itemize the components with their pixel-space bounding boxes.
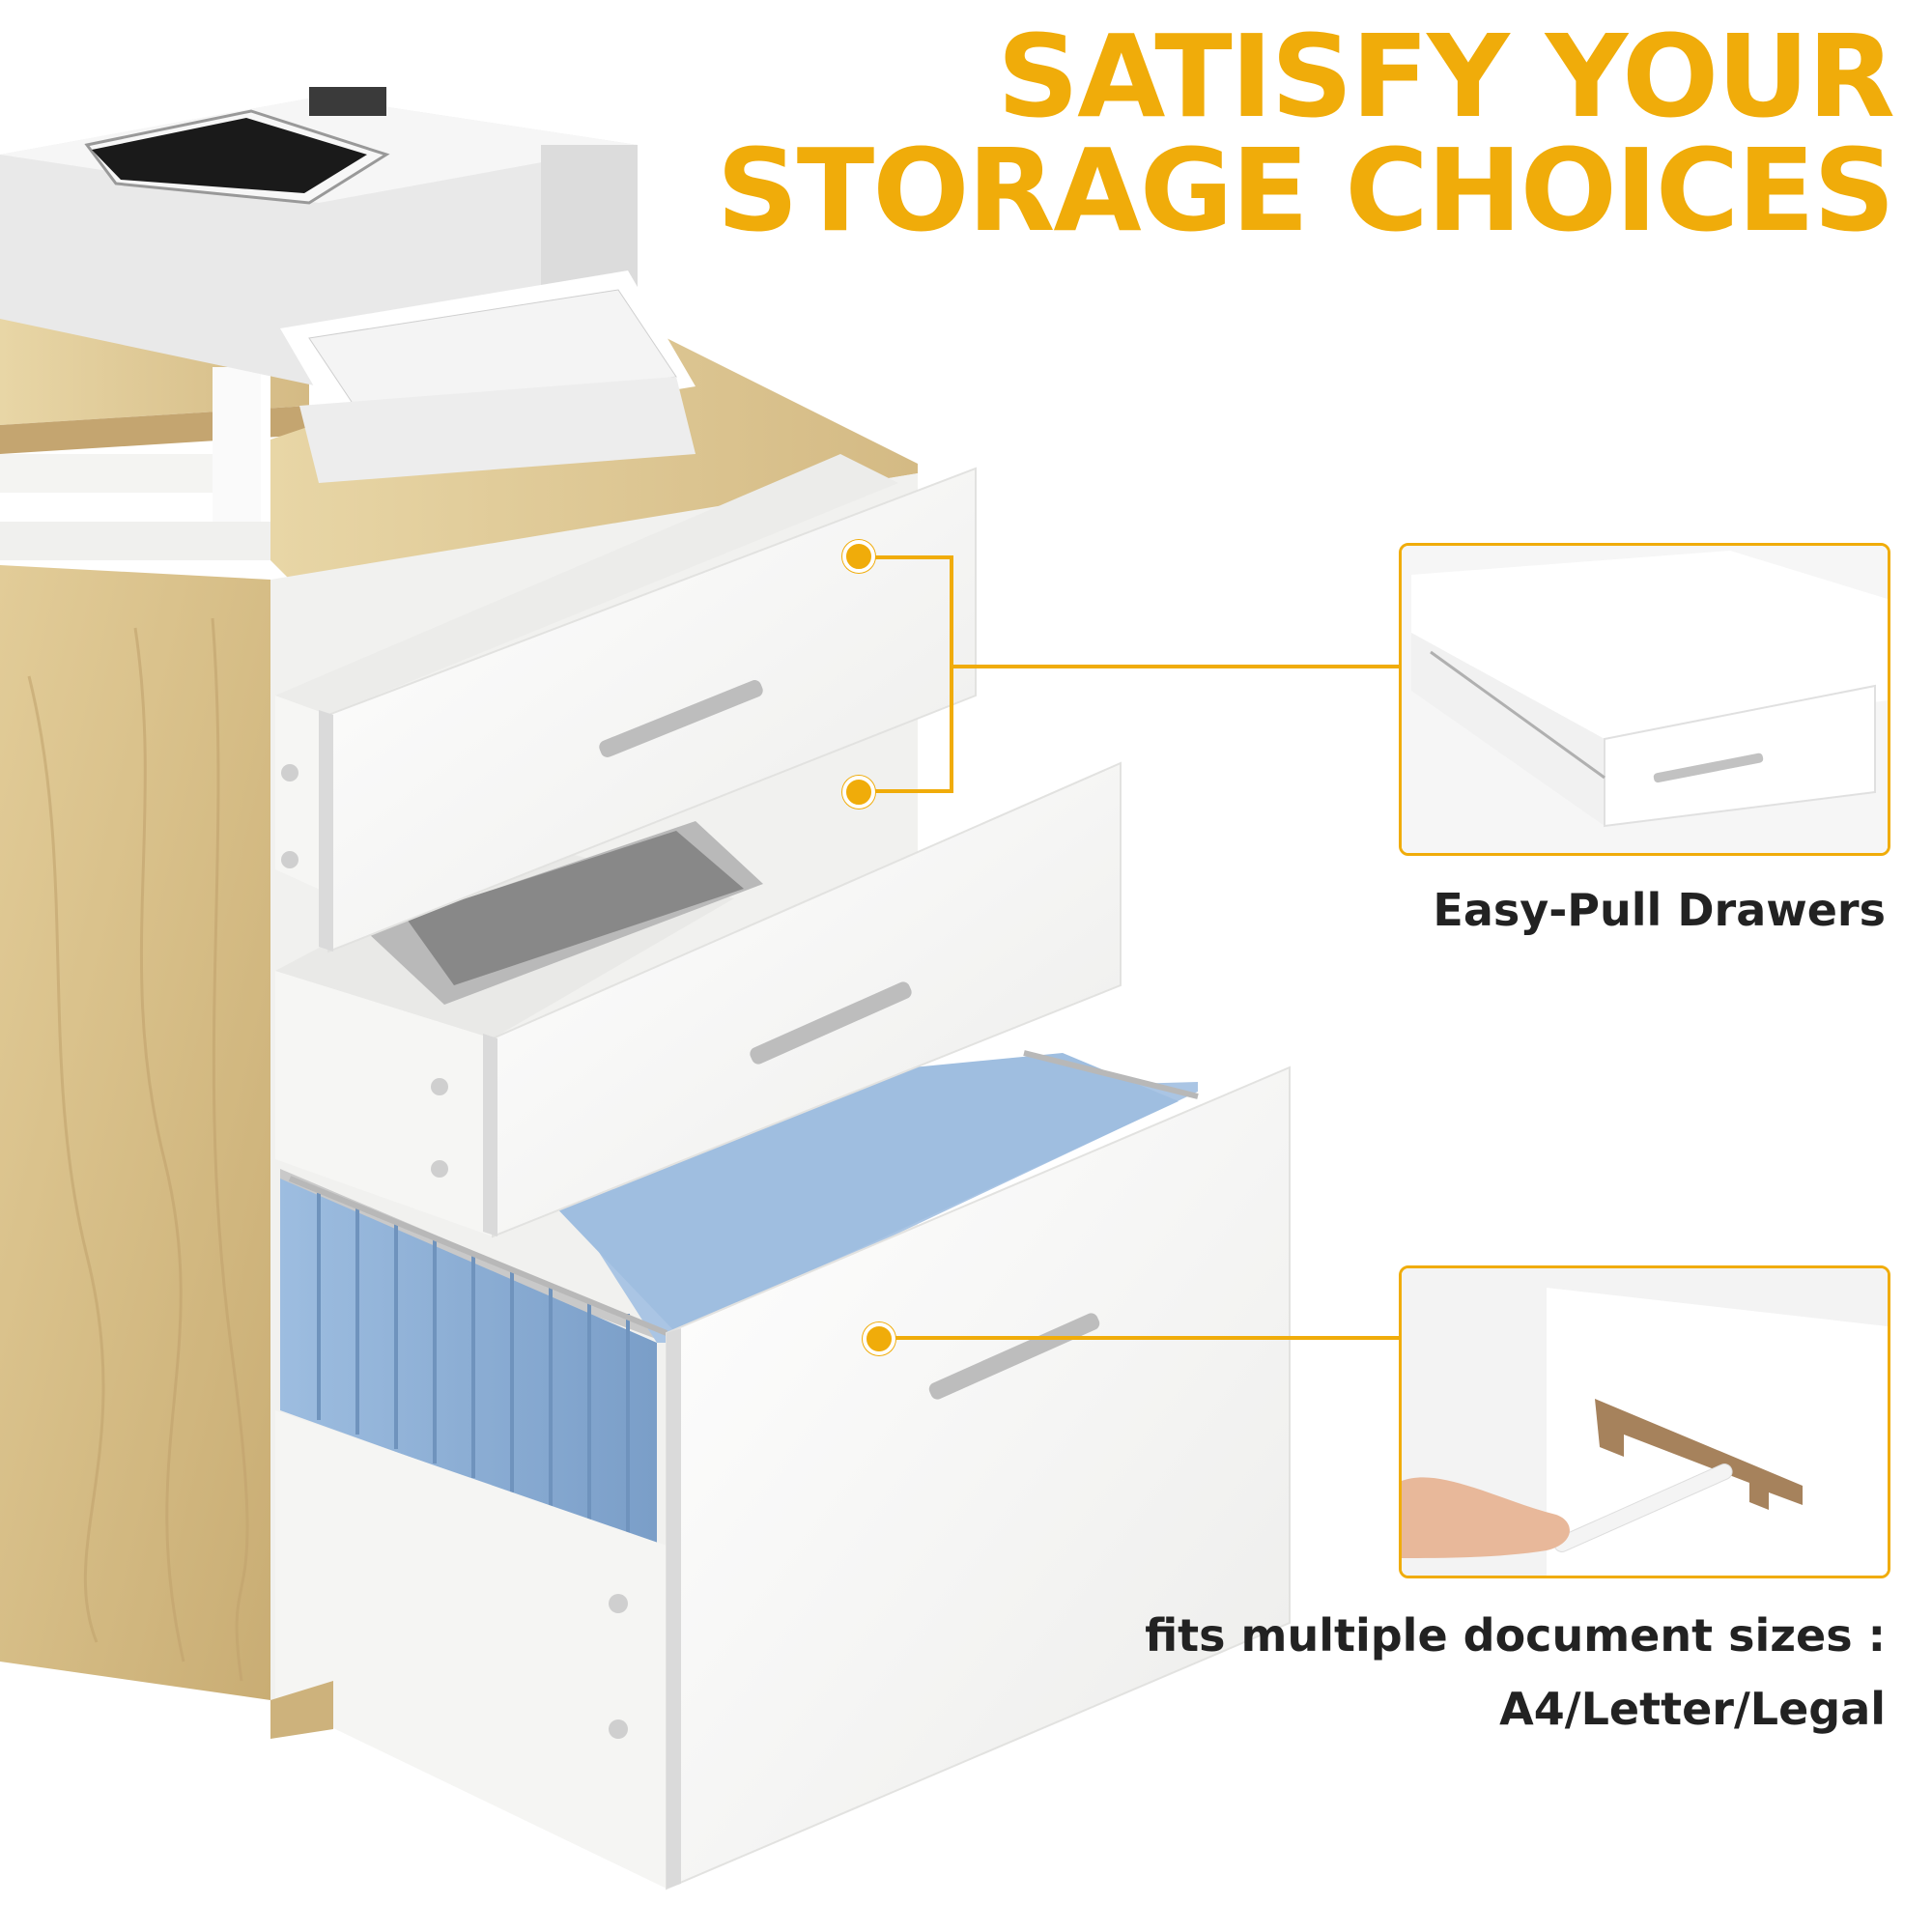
caption-doc-sizes-line2: A4/Letter/Legal	[1499, 1683, 1886, 1735]
middle-drawer-handle	[750, 981, 912, 1065]
middle-drawer	[275, 761, 1122, 1238]
marker-middle-drawer	[842, 776, 875, 809]
caption-doc-sizes-line1: fits multiple document sizes :	[1145, 1609, 1886, 1662]
marker-bottom-drawer	[863, 1322, 895, 1355]
marker-top-drawer	[842, 540, 875, 573]
headline-line-2: STORAGE CHOICES	[716, 124, 1895, 257]
headline-line-1: SATISFY YOUR	[997, 10, 1895, 143]
callout-handle-detail	[1399, 1265, 1890, 1578]
bottom-drawer-handle	[928, 1313, 1100, 1400]
top-drawer-handle	[599, 680, 763, 757]
top-drawer	[275, 454, 977, 953]
connector-to-box1	[953, 665, 1401, 668]
callout-drawer-detail	[1399, 543, 1890, 856]
connector-to-box2	[889, 1336, 1401, 1340]
bottom-drawer	[275, 1065, 1291, 1890]
printer	[0, 87, 696, 483]
open-drawer-illustration	[1402, 546, 1888, 853]
connector-top-h	[869, 555, 953, 559]
connector-mid-h	[869, 789, 953, 793]
connector-vertical	[950, 555, 953, 792]
headline: SATISFY YOUR STORAGE CHOICES	[716, 10, 1895, 257]
cabinet-side	[0, 565, 270, 1700]
product-scene	[0, 87, 1291, 1890]
handle-closeup-illustration	[1402, 1268, 1888, 1576]
caption-easy-pull: Easy-Pull Drawers	[1433, 884, 1886, 936]
caption-doc-sizes: fits multiple document sizes : A4/Letter…	[1145, 1599, 1886, 1746]
